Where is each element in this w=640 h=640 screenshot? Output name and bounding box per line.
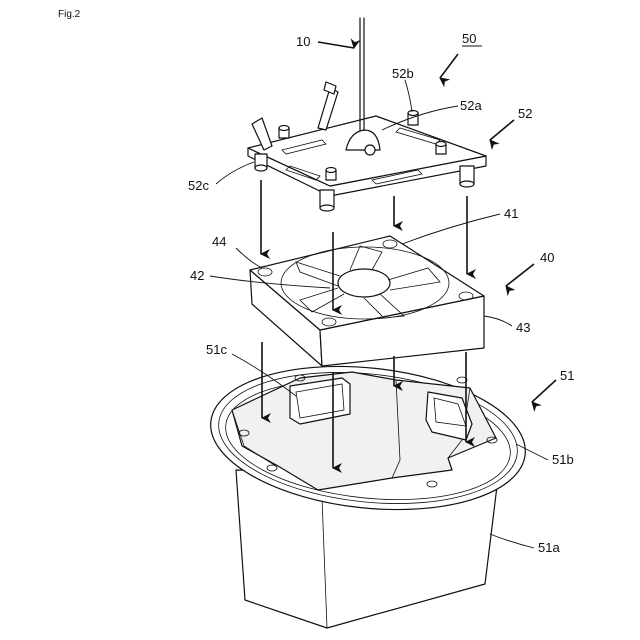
leader-51a (490, 534, 534, 548)
label-52c: 52c (188, 178, 209, 193)
leader-52b (405, 80, 412, 112)
plate-clip-rear-tip (324, 82, 336, 94)
plate-center-screw (365, 145, 375, 155)
leader-50 (440, 54, 458, 78)
leader-40 (506, 264, 534, 286)
label-43: 43 (516, 320, 530, 335)
plate-boss-3 (460, 166, 474, 187)
label-51: 51 (560, 368, 574, 383)
plate-clip-left (252, 118, 272, 150)
label-41: 41 (504, 206, 518, 221)
leader-52c (216, 162, 254, 184)
label-52: 52 (518, 106, 532, 121)
label-52b: 52b (392, 66, 414, 81)
label-51c: 51c (206, 342, 227, 357)
label-42: 42 (190, 268, 204, 283)
label-44: 44 (212, 234, 226, 249)
housing-51 (204, 352, 533, 628)
figure-label: Fig.2 (58, 9, 81, 20)
fan-40 (250, 236, 484, 366)
leader-51 (532, 380, 556, 402)
leader-41 (402, 214, 500, 244)
plate-clip-rear (318, 88, 338, 130)
label-50: 50 (462, 31, 476, 46)
fan-hub (338, 269, 390, 297)
leader-44 (236, 248, 262, 268)
label-40: 40 (540, 250, 554, 265)
leader-43 (484, 316, 512, 326)
plate-stud-4 (326, 168, 336, 181)
plate-stud-3 (436, 142, 446, 155)
plate-boss-2 (320, 190, 334, 211)
label-10: 10 (296, 34, 310, 49)
label-52a: 52a (460, 98, 482, 113)
leader-10 (318, 42, 354, 48)
holder-plate-52 (248, 82, 486, 211)
leader-52 (490, 120, 514, 140)
plate-boss-1 (255, 154, 267, 171)
plate-stud-1 (279, 126, 289, 139)
label-51b: 51b (552, 452, 574, 467)
label-51a: 51a (538, 540, 560, 555)
